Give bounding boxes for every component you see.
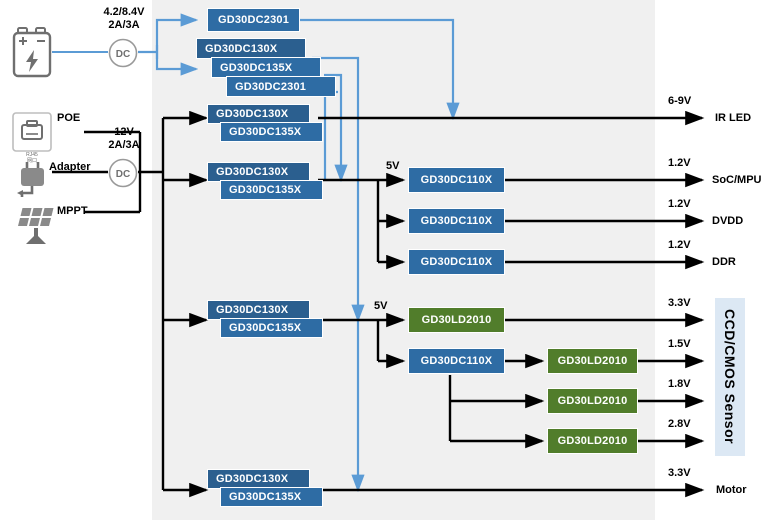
chip-box-sensor-ldo-33[interactable]: GD30LD2010: [408, 307, 505, 333]
chip-box-ir-130x[interactable]: GD30DC130X: [207, 104, 310, 124]
output-load-soc: SoC/MPU: [712, 174, 762, 186]
chip-box-soc-130x[interactable]: GD30DC130X: [207, 162, 310, 182]
input-label-mppt: MPPT: [57, 205, 88, 217]
wire-130x-to-sensor: [312, 56, 365, 323]
output-voltage-ddr: 1.2V: [668, 239, 691, 251]
chip-box-ldo-18[interactable]: GD30LD2010: [547, 388, 638, 414]
output-voltage-sensor-28: 2.8V: [668, 418, 691, 430]
wire-2301low-to-motor-a: [323, 90, 338, 180]
svg-text:DC: DC: [116, 169, 130, 180]
input-label-adapter: Adapter: [49, 161, 91, 173]
chip-box-sensor-135x[interactable]: GD30DC135X: [220, 318, 323, 338]
rj45-sublabel-line2: 网口: [26, 158, 37, 164]
soc-rail-wires: [318, 172, 705, 270]
chip-box-motor-135x[interactable]: GD30DC135X: [220, 487, 323, 507]
adapter-icon: [14, 160, 54, 205]
chip-box-battery-130x[interactable]: GD30DC130X: [196, 38, 306, 59]
sensor-block: CCD/CMOS Sensor: [715, 298, 745, 456]
input-label-poe: POE: [57, 112, 81, 124]
chip-box-motor-130x[interactable]: GD30DC130X: [207, 469, 310, 489]
battery-icon: [10, 26, 54, 83]
wire-135x-to-soc: [324, 73, 348, 183]
wire-2301-to-ir: [300, 18, 460, 121]
output-load-dvdd: DVDD: [712, 215, 744, 227]
chip-box-soc-110x-3[interactable]: GD30DC110X: [408, 249, 505, 275]
chip-box-sensor-130x[interactable]: GD30DC130X: [207, 300, 310, 320]
chip-box-ir-135x[interactable]: GD30DC135X: [220, 122, 323, 142]
svg-text:DC: DC: [116, 49, 130, 60]
chip-box-battery-2301b[interactable]: GD30DC2301: [226, 76, 336, 97]
sensor-rail-wires: [318, 312, 705, 449]
output-load-motor: Motor: [716, 484, 747, 496]
output-load-ddr: DDR: [712, 256, 736, 268]
chip-box-ldo-15[interactable]: GD30LD2010: [547, 348, 638, 374]
battery-input-wires: [52, 13, 199, 76]
chip-box-battery-2301[interactable]: GD30DC2301: [207, 8, 300, 32]
main-dc-converter: DC: [108, 158, 138, 193]
rj45-icon: [12, 112, 52, 157]
output-voltage-ir: 6-9V: [668, 95, 692, 107]
chip-box-soc-110x-2[interactable]: GD30DC110X: [408, 208, 505, 234]
battery-dc-converter: DC: [108, 38, 138, 73]
chip-box-sensor-110x[interactable]: GD30DC110X: [408, 348, 505, 374]
chip-box-battery-135x[interactable]: GD30DC135X: [211, 57, 321, 78]
rail-label-sensor-5v: 5V: [374, 300, 388, 312]
rj45-sublabel-line1: RJ45 网口: [26, 152, 38, 164]
rail-label-soc-5v: 5V: [386, 160, 400, 172]
wire-dc-branch-up: [155, 13, 199, 52]
output-voltage-soc: 1.2V: [668, 157, 691, 169]
output-voltage-sensor-15: 1.5V: [668, 338, 691, 350]
output-load-ir: IR LED: [715, 112, 752, 124]
output-voltage-sensor-33: 3.3V: [668, 297, 691, 309]
main-bus-wires: [52, 110, 209, 498]
output-voltage-sensor-18: 1.8V: [668, 378, 691, 390]
output-voltage-motor: 3.3V: [668, 467, 691, 479]
chip-box-ldo-28[interactable]: GD30LD2010: [547, 428, 638, 454]
wire-dc-branch-down: [155, 52, 199, 76]
output-voltage-dvdd: 1.2V: [668, 198, 691, 210]
chip-box-soc-135x[interactable]: GD30DC135X: [220, 180, 323, 200]
main-rating-label: 12V 2A/3A: [108, 126, 140, 151]
sensor-block-label: CCD/CMOS Sensor: [722, 309, 738, 445]
chip-box-soc-110x-1[interactable]: GD30DC110X: [408, 167, 505, 193]
battery-rating-label: 4.2/8.4V 2A/3A: [103, 6, 145, 31]
solar-panel-icon: [14, 206, 58, 251]
